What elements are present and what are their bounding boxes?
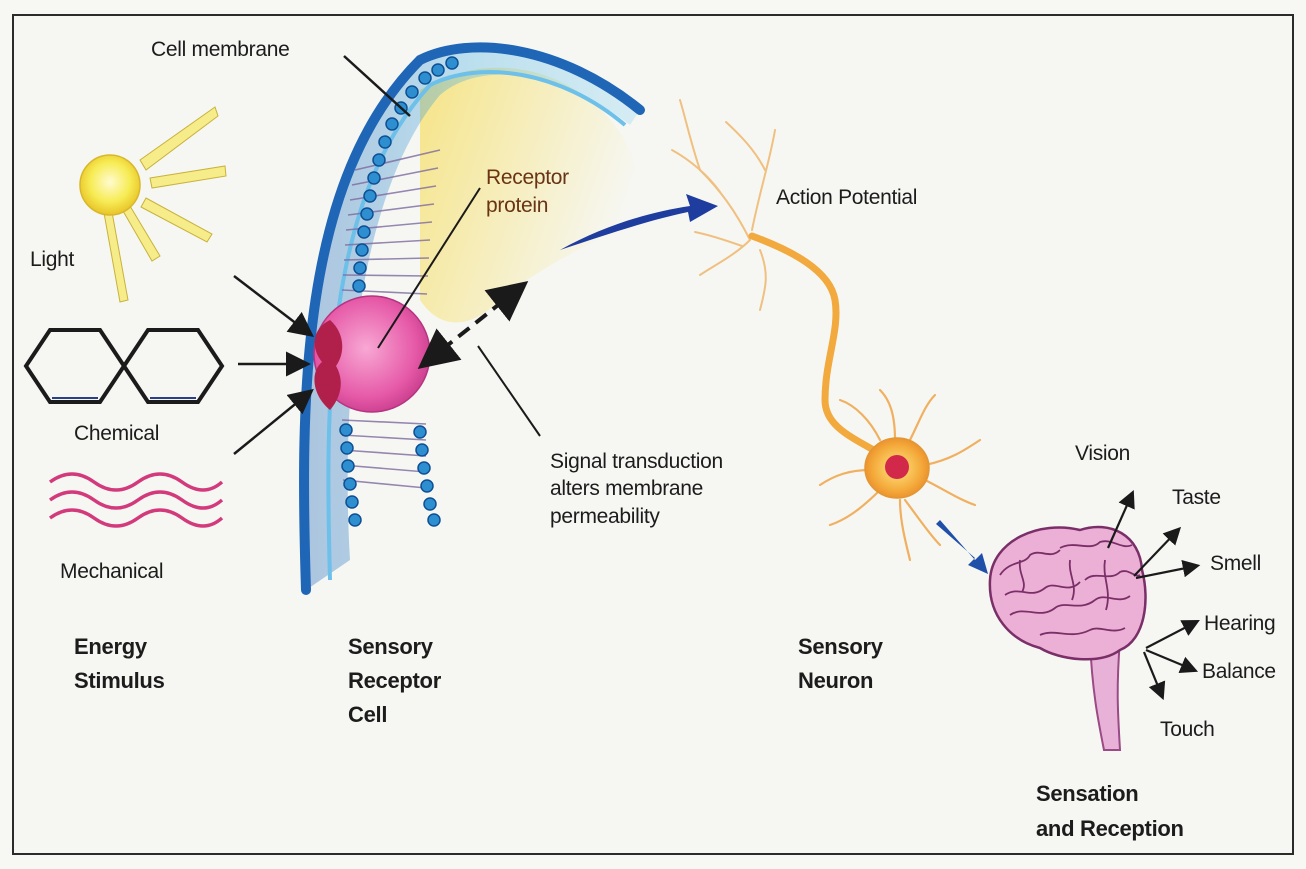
neuron-brain-arrow bbox=[936, 520, 988, 574]
cell-membrane-label: Cell membrane bbox=[151, 36, 290, 63]
touch-label: Touch bbox=[1160, 716, 1215, 743]
brain-icon bbox=[990, 527, 1146, 750]
balance-label: Balance bbox=[1202, 658, 1276, 685]
stimulus-arrows bbox=[234, 276, 310, 454]
sun-icon bbox=[80, 107, 226, 302]
chemical-label: Chemical bbox=[74, 420, 159, 447]
taste-label: Taste bbox=[1172, 484, 1221, 511]
receptor-protein bbox=[314, 296, 430, 412]
light-label: Light bbox=[30, 246, 74, 273]
signal-pointer bbox=[478, 346, 540, 436]
mechanical-label: Mechanical bbox=[60, 558, 163, 585]
hearing-label: Hearing bbox=[1204, 610, 1275, 637]
mechanical-wave-icon bbox=[50, 474, 222, 526]
chemical-hexagon-icon bbox=[26, 330, 222, 402]
receptor-protein-label: Receptor protein bbox=[486, 164, 569, 221]
vision-label: Vision bbox=[1075, 440, 1130, 467]
action-potential-label: Action Potential bbox=[776, 184, 917, 211]
signal-transduction-label: Signal transduction alters membrane perm… bbox=[550, 448, 723, 530]
sensory-receptor-cell-heading: Sensory Receptor Cell bbox=[348, 630, 441, 732]
sensory-neuron-heading: Sensory Neuron bbox=[798, 630, 883, 698]
smell-label: Smell bbox=[1210, 550, 1261, 577]
sensation-reception-heading: Sensation and Reception bbox=[1036, 776, 1184, 846]
energy-stimulus-heading: Energy Stimulus bbox=[74, 630, 165, 698]
